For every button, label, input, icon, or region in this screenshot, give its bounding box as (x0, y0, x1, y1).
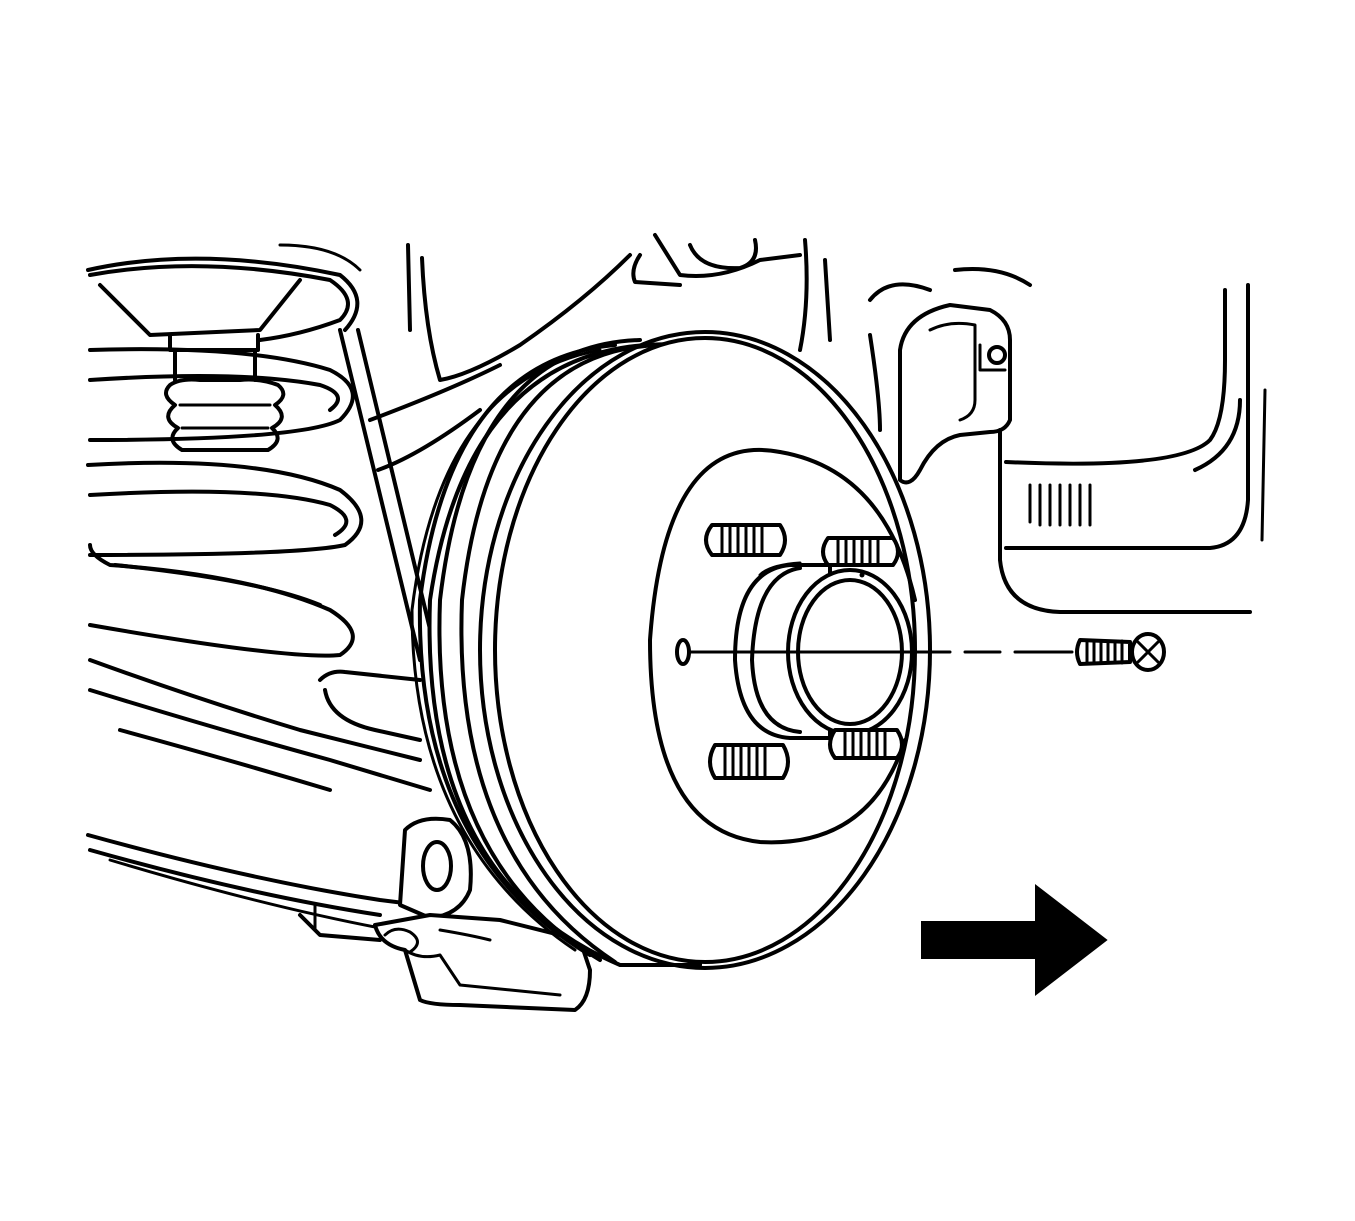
backing-plate-bracket (373, 913, 592, 1012)
body-panel (998, 283, 1267, 614)
vent-slots (1028, 483, 1092, 527)
brake-drum (410, 330, 932, 970)
wheel-stud-upper-right (821, 536, 900, 567)
wheel-stud-upper-left (704, 523, 787, 557)
upper-mount-bracket (868, 267, 1032, 485)
wheel-stud-lower-right (828, 728, 904, 760)
coil-spring-assembly (86, 243, 437, 662)
wheel-stud-lower-left (708, 743, 790, 780)
phillips-screw-icon (1075, 632, 1166, 672)
upper-body-structure (368, 233, 882, 472)
right-arrow-icon (921, 883, 1108, 997)
axle-beam (86, 658, 473, 942)
